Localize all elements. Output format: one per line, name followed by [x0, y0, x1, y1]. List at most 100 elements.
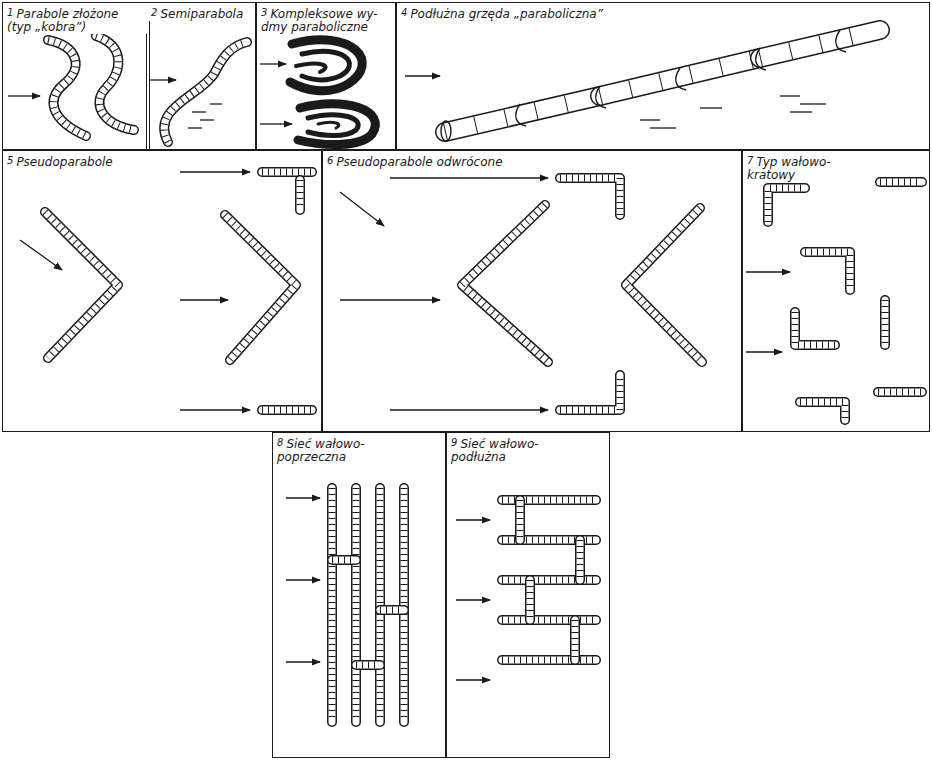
- panel-heading: 6Pseudoparabole odwrócone: [323, 151, 507, 169]
- panel-heading: 2Semiparabola: [147, 3, 247, 21]
- panel-title: Sieć wałowo- poprzeczna: [277, 437, 365, 464]
- panel-box: 8Sieć wałowo- poprzeczna: [272, 432, 446, 758]
- panel-heading: 9Sieć wałowo- podłużna: [447, 433, 595, 464]
- dune-hatching: [262, 407, 312, 414]
- dune-fill: [768, 188, 805, 222]
- panel-number: 4: [401, 7, 407, 18]
- dune-outline: [48, 40, 86, 136]
- panel-title: Podłużna grzęda „paraboliczna”: [410, 7, 603, 21]
- dune-fill: [297, 180, 304, 210]
- dune-hatching: [880, 179, 922, 186]
- panel-box: 7Typ wałowo- kratowy: [742, 150, 930, 432]
- dune-outline: [560, 375, 620, 410]
- panel-title: Pseudoparabole odwrócone: [336, 155, 502, 169]
- dune-hatching: [577, 540, 584, 580]
- dune-outline: [225, 215, 296, 360]
- dune-hatching: [795, 312, 835, 345]
- dune-fill: [795, 312, 835, 345]
- dune-outline: [327, 488, 337, 722]
- panel-number: 8: [277, 437, 283, 448]
- dune-hatching: [262, 169, 312, 176]
- dune-fill: [462, 205, 548, 362]
- dune-outline: [575, 540, 585, 580]
- panel-box: 6Pseudoparabole odwrócone: [322, 150, 742, 432]
- sand-streaks: [188, 96, 826, 128]
- dune-outline: [295, 180, 305, 210]
- dune-hatching: [502, 617, 596, 624]
- dune-fill: [626, 208, 702, 362]
- panel-number: 7: [747, 155, 753, 166]
- dune-hatching: [805, 252, 850, 290]
- dune-outline: [760, 30, 880, 58]
- dune-fill: [882, 300, 889, 345]
- dune-fill: [502, 657, 596, 664]
- dune-outline: [332, 555, 356, 565]
- dune-outline: [795, 312, 835, 345]
- dune-fill: [517, 500, 524, 540]
- dune-outline: [560, 178, 620, 215]
- dune-hatching: [332, 557, 356, 564]
- panel-number: 1: [7, 7, 13, 18]
- dune-outline: [445, 96, 600, 132]
- dune-outline: [800, 402, 845, 420]
- panel-heading: 1Parabole złożone (typ „kobra”): [3, 3, 147, 34]
- dune-fill: [96, 36, 134, 130]
- dune-outline: [380, 605, 404, 615]
- complex-dunes: [290, 40, 375, 145]
- panel-heading: 4Podłużna grzęda „paraboliczna”: [397, 3, 607, 21]
- panel-title: Typ wałowo- kratowy: [747, 155, 831, 182]
- dune-hatching: [45, 212, 118, 358]
- panel-heading: 8Sieć wałowo- poprzeczna: [273, 433, 421, 464]
- dune-hatching: [600, 58, 760, 96]
- wind-arrow: [8, 64, 790, 680]
- dune-outline: [462, 205, 548, 362]
- dune-outline: [626, 208, 702, 362]
- dune-fill: [353, 488, 360, 722]
- panel-title: Parabole złożone (typ „kobra”): [7, 7, 118, 34]
- dune-hatching: [329, 488, 336, 722]
- panel-number: 2: [151, 7, 157, 18]
- dune-outline: [880, 300, 890, 345]
- dune-hatching: [380, 607, 404, 614]
- panel-title: Semiparabola: [160, 7, 243, 21]
- dune-outline: [262, 405, 312, 415]
- panel-title: Kompleksowe wy- dmy paraboliczne: [261, 7, 378, 34]
- dune-outline: [525, 580, 535, 620]
- panel-heading: 3Kompleksowe wy- dmy paraboliczne: [257, 3, 393, 34]
- dune-fill: [805, 252, 850, 290]
- dune-fill: [332, 557, 356, 564]
- dune-outline: [878, 387, 922, 397]
- dune-fill: [800, 402, 845, 420]
- panel-title: Sieć wałowo- podłużna: [451, 437, 539, 464]
- panel-number: 9: [451, 437, 457, 448]
- dune-fill: [380, 607, 404, 614]
- dune-outline: [45, 212, 118, 358]
- dune-fill: [572, 620, 579, 660]
- dune-outline: [515, 500, 525, 540]
- panel-title: Pseudoparabole: [16, 155, 112, 169]
- dune-fill: [164, 42, 247, 142]
- dune-hatching: [572, 620, 579, 660]
- dune-hatching: [878, 389, 922, 396]
- dune-outline: [880, 177, 922, 187]
- dune-outline: [164, 42, 247, 142]
- dune-hatching: [356, 662, 380, 669]
- dune-outline: [600, 58, 760, 96]
- panel-number: 5: [7, 155, 13, 166]
- dune-hatching: [760, 30, 880, 58]
- dune-hatching: [502, 657, 596, 664]
- dune-outline: [96, 36, 134, 130]
- dune-hatching: [626, 208, 702, 362]
- dune-hatching: [800, 402, 845, 420]
- dune-outline: [502, 655, 596, 665]
- panel-box: 9Sieć wałowo- podłużna: [446, 432, 610, 758]
- panel-box: 1Parabole złożone (typ „kobra”): [2, 2, 150, 150]
- dune-fill: [445, 96, 600, 132]
- dune-outline: [570, 620, 580, 660]
- panel-heading: 5Pseudoparabole: [3, 151, 117, 169]
- dune-fill: [600, 58, 760, 96]
- dune-hatching: [353, 488, 360, 722]
- dune-fill: [880, 179, 922, 186]
- dune-fill: [329, 488, 336, 722]
